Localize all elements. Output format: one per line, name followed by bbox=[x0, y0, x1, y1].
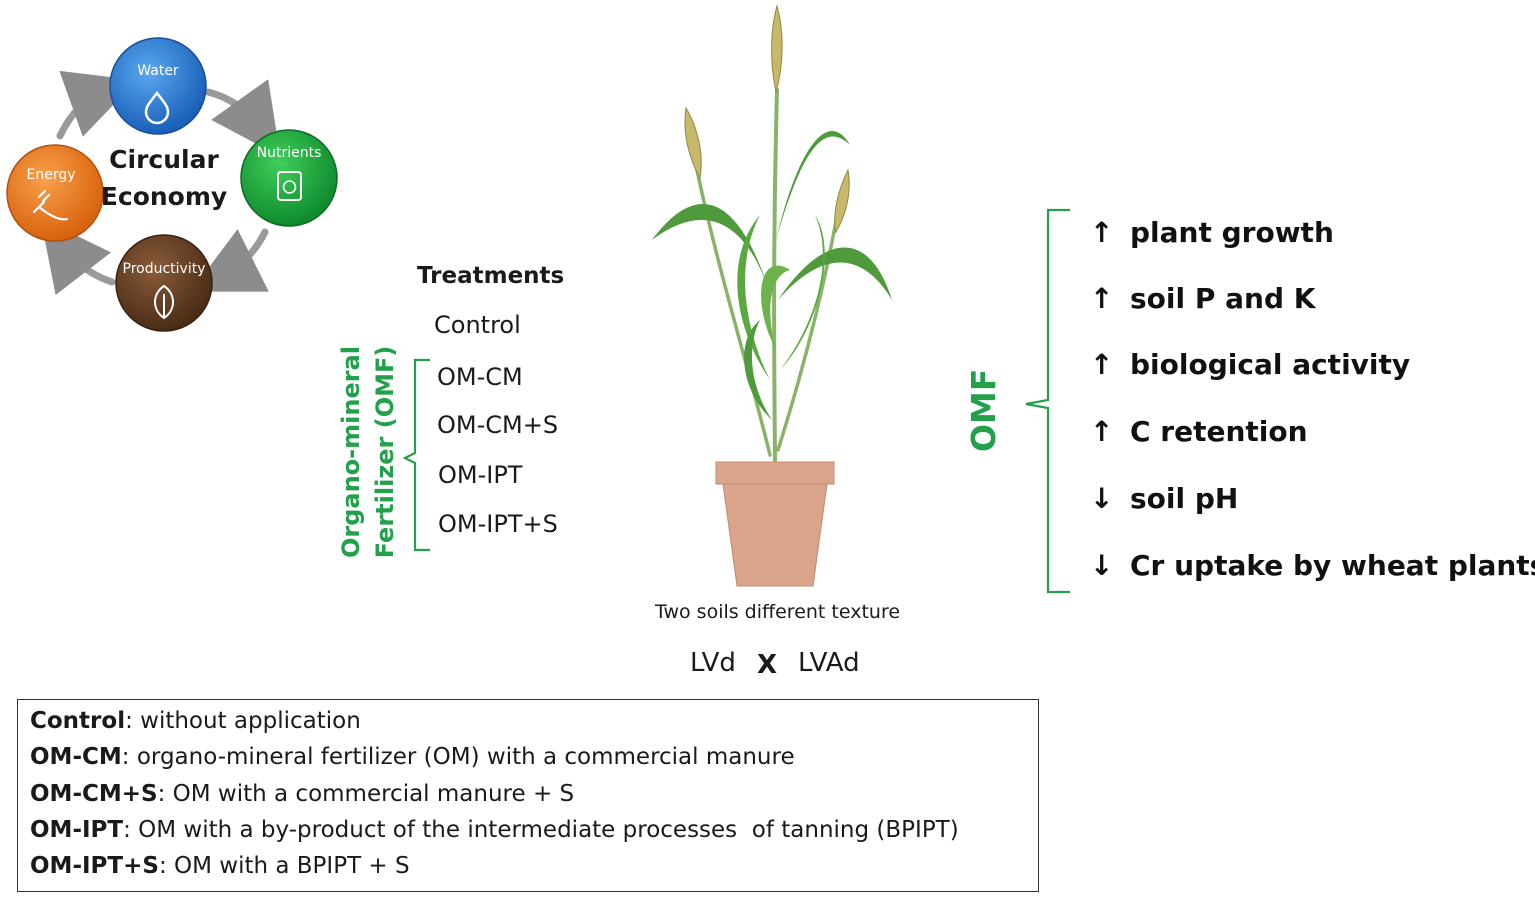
up-arrow-icon: ↑ bbox=[1090, 348, 1114, 381]
cycle-title-line1: Circular bbox=[109, 145, 219, 174]
effect-text: soil P and K bbox=[1130, 282, 1316, 315]
wheat-ear-right bbox=[834, 168, 850, 234]
soil-cross: X bbox=[757, 650, 778, 680]
treatments-bracket bbox=[402, 358, 430, 552]
fertilizer-bag-icon bbox=[277, 171, 302, 201]
leaf-icon bbox=[154, 284, 174, 320]
legend-box: Control: without application OM-CM: orga… bbox=[17, 699, 1039, 892]
cycle-title: Circular Economy bbox=[94, 141, 234, 215]
treatment-item: OM-CM+S bbox=[437, 411, 559, 439]
plug-icon bbox=[32, 189, 69, 221]
omf-group-label-line2: Fertilizer (OMF) bbox=[371, 345, 399, 559]
wheat-plant bbox=[652, 4, 892, 462]
wheat-ear-left bbox=[684, 106, 702, 180]
treatment-control: Control bbox=[434, 311, 521, 339]
treatment-item: OM-CM bbox=[437, 363, 523, 391]
effect-item: ↓ Cr uptake by wheat plants bbox=[1090, 549, 1535, 582]
effect-text: plant growth bbox=[1130, 216, 1334, 249]
effects-group-label: OMF bbox=[964, 368, 1003, 452]
legend-row: OM-IPT+S: OM with a BPIPT + S bbox=[30, 853, 410, 879]
cycle-node-energy bbox=[6, 144, 104, 242]
effect-item: ↓ soil pH bbox=[1090, 482, 1238, 515]
effect-text: Cr uptake by wheat plants bbox=[1130, 549, 1535, 582]
legend-definition: : organo-mineral fertilizer (OM) with a … bbox=[121, 744, 795, 770]
node-label-water: Water bbox=[137, 63, 179, 79]
cycle-node-productivity bbox=[115, 234, 213, 332]
legend-definition: : OM with a by-product of the intermedia… bbox=[123, 817, 959, 843]
legend-term: Control bbox=[30, 708, 126, 734]
down-arrow-icon: ↓ bbox=[1090, 482, 1114, 515]
legend-row: Control: without application bbox=[30, 708, 361, 734]
arrow-productivity-to-energy bbox=[40, 218, 116, 296]
legend-definition: : OM with a commercial manure + S bbox=[157, 781, 575, 807]
wheat-ear-center bbox=[771, 4, 783, 94]
effect-item: ↑ C retention bbox=[1090, 415, 1308, 448]
legend-row: OM-IPT: OM with a by-product of the inte… bbox=[30, 817, 959, 843]
cycle-node-water bbox=[109, 37, 207, 135]
pot bbox=[715, 461, 835, 587]
effects-bracket bbox=[1025, 208, 1070, 594]
soil-a: LVd bbox=[690, 648, 736, 678]
node-label-nutrients: Nutrients bbox=[256, 145, 322, 161]
legend-term: OM-CM bbox=[30, 744, 122, 770]
arrow-energy-to-water bbox=[56, 70, 137, 140]
water-drop-icon bbox=[144, 90, 170, 125]
legend-term: OM-IPT bbox=[30, 817, 124, 843]
down-arrow-icon: ↓ bbox=[1090, 549, 1114, 582]
legend-row: OM-CM: organo-mineral fertilizer (OM) wi… bbox=[30, 744, 795, 770]
cycle-arrows bbox=[40, 70, 281, 296]
effect-text: C retention bbox=[1130, 415, 1308, 448]
treatments-heading: Treatments bbox=[417, 263, 565, 289]
up-arrow-icon: ↑ bbox=[1090, 216, 1114, 249]
node-label-energy: Energy bbox=[26, 167, 76, 183]
up-arrow-icon: ↑ bbox=[1090, 415, 1114, 448]
legend-term: OM-IPT+S bbox=[30, 853, 159, 879]
treatment-item: OM-IPT bbox=[438, 461, 523, 489]
omf-group-label: Organo-mineral Fertilizer (OMF) bbox=[334, 342, 402, 562]
arrow-nutrients-to-productivity bbox=[190, 228, 269, 292]
legend-definition: : without application bbox=[125, 708, 361, 734]
effect-item: ↑ soil P and K bbox=[1090, 282, 1315, 315]
cycle-title-line2: Economy bbox=[100, 182, 228, 211]
legend-row: OM-CM+S: OM with a commercial manure + S bbox=[30, 781, 574, 807]
soil-caption: Two soils different texture bbox=[655, 601, 901, 623]
effect-text: soil pH bbox=[1130, 482, 1239, 515]
effect-item: ↑ plant growth bbox=[1090, 216, 1334, 249]
soil-b: LVAd bbox=[798, 648, 860, 678]
up-arrow-icon: ↑ bbox=[1090, 282, 1114, 315]
effect-item: ↑ biological activity bbox=[1090, 348, 1410, 381]
legend-definition: : OM with a BPIPT + S bbox=[158, 853, 410, 879]
effect-text: biological activity bbox=[1130, 348, 1411, 381]
node-label-productivity: Productivity bbox=[122, 261, 206, 277]
legend-term: OM-CM+S bbox=[30, 781, 158, 807]
arrow-water-to-nutrients bbox=[204, 79, 281, 157]
treatment-item: OM-IPT+S bbox=[438, 510, 558, 538]
cycle-node-nutrients bbox=[240, 129, 338, 227]
omf-group-label-line1: Organo-mineral bbox=[337, 346, 365, 559]
